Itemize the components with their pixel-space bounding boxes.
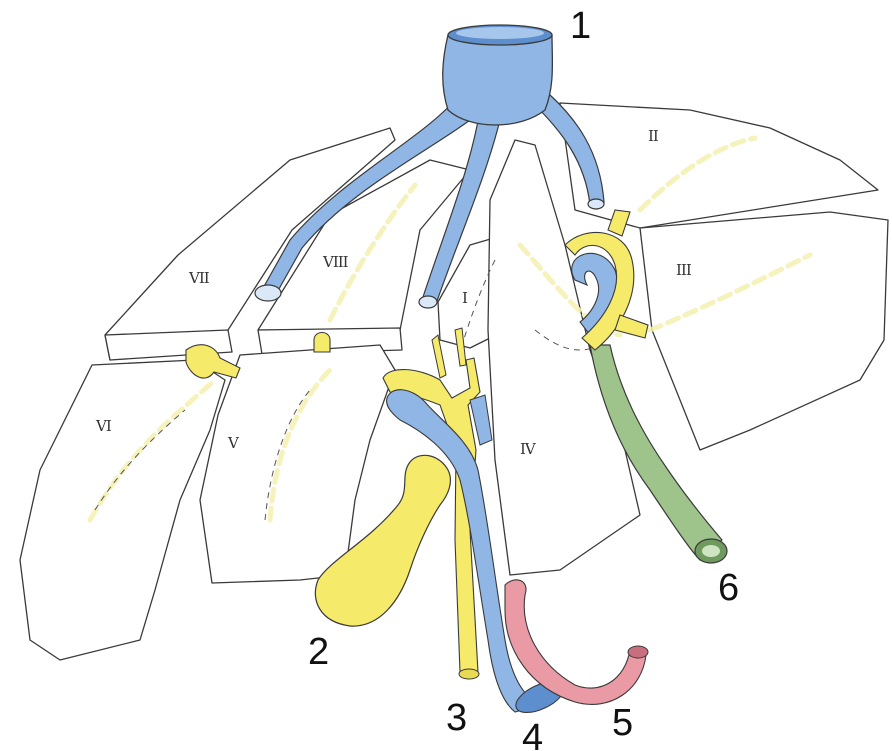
callout-2: 2 — [308, 631, 329, 673]
inferior-vena-cava-lumen — [456, 27, 544, 39]
hepatic-vein-left-end — [588, 199, 604, 209]
hepatic-vein-middle-end — [419, 296, 437, 308]
hepatic-artery-group — [505, 580, 648, 705]
segment-iii-block — [640, 212, 888, 450]
callout-3: 3 — [446, 697, 467, 739]
segment-label-vi: VI — [95, 417, 112, 435]
segment-vi-slab — [20, 360, 225, 660]
hepatic-vein-right-end — [255, 285, 281, 301]
common-bile-duct-end — [459, 669, 479, 679]
portal-vein-lumen — [702, 545, 720, 557]
hepatic-artery-end — [628, 646, 648, 658]
callout-5: 5 — [612, 702, 633, 744]
hepatic-artery — [505, 580, 646, 705]
segment-label-ii: II — [648, 127, 659, 145]
segment-blocks — [20, 103, 888, 660]
callout-4: 4 — [522, 717, 543, 751]
inferior-vena-cava — [443, 35, 553, 125]
segment-label-viii: VIII — [322, 253, 349, 271]
segment-label-iv: IV — [520, 440, 537, 458]
bile-duct-viii-stub — [314, 333, 330, 353]
callout-6: 6 — [718, 567, 739, 609]
segment-label-vii: VII — [188, 269, 210, 287]
callout-1: 1 — [570, 5, 591, 47]
segment-label-iii: III — [676, 261, 692, 279]
segment-ii-block — [560, 103, 878, 228]
